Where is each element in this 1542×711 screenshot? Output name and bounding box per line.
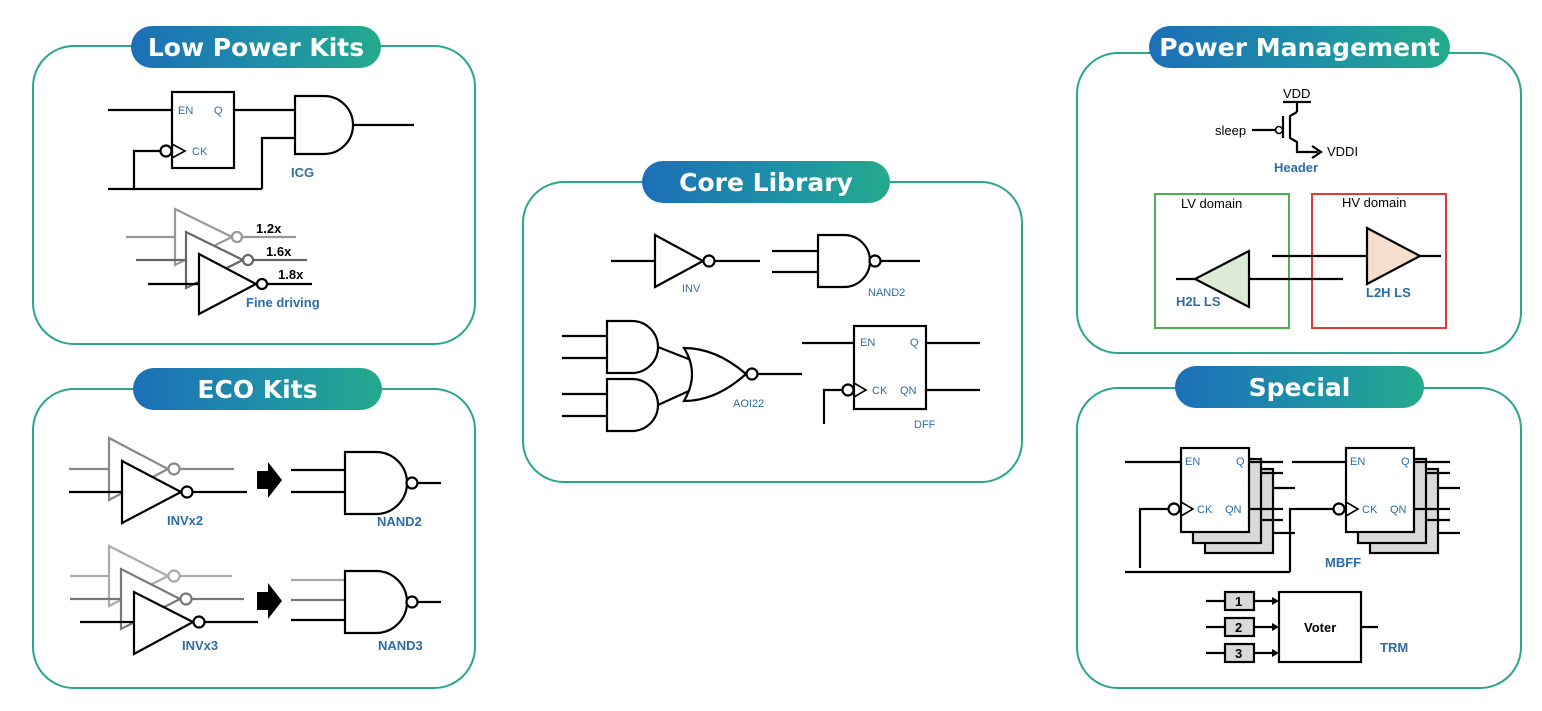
header-label: Header	[1274, 160, 1318, 175]
trm-voter-diagram	[1206, 590, 1378, 664]
core-library-title: Core Library	[642, 161, 890, 203]
icg-diagram	[108, 90, 414, 191]
lv-domain-box	[1154, 193, 1290, 329]
eco-kits-title: ECO Kits	[133, 368, 382, 410]
sleep-label: sleep	[1215, 123, 1246, 138]
eco-arrow-2	[257, 583, 282, 619]
voter-input-2: 2	[1235, 620, 1242, 635]
eco-kits-panel	[32, 388, 476, 689]
ratio-1-6x: 1.6x	[266, 244, 292, 259]
dff-pin-qn: QN	[900, 385, 917, 397]
h2l-ls-label: H2L LS	[1176, 294, 1221, 309]
aoi22-diagram	[562, 319, 802, 433]
aoi22-label: AOI22	[733, 398, 764, 410]
level-shifters-diagram	[1176, 226, 1441, 309]
ratio-1-2x: 1.2x	[256, 221, 282, 236]
voter-label: Voter	[1304, 620, 1336, 635]
core-nand2-label: NAND2	[868, 287, 905, 299]
invx3-label: INVx3	[182, 638, 218, 653]
low-power-kits-panel	[32, 45, 476, 345]
mbff-label: MBFF	[1325, 555, 1361, 570]
dff-diagram	[802, 324, 980, 424]
trm-label: TRM	[1380, 640, 1408, 655]
eco-nand2-label: NAND2	[377, 514, 422, 529]
dff-pin-q: Q	[910, 337, 919, 349]
mbff1-pin-qn: QN	[1225, 504, 1242, 516]
dff-pin-en: EN	[860, 337, 875, 349]
icg-pin-q: Q	[214, 105, 223, 117]
mbff-group-2	[1292, 446, 1460, 555]
icg-pin-en: EN	[178, 105, 193, 117]
mbff2-pin-qn: QN	[1390, 504, 1407, 516]
core-nand2-diagram	[772, 233, 920, 289]
power-management-title: Power Management	[1149, 26, 1450, 68]
voter-input-3: 3	[1235, 646, 1242, 661]
special-title: Special	[1175, 366, 1424, 408]
eco-arrow-1	[257, 462, 282, 498]
icg-pin-ck: CK	[192, 146, 208, 158]
l2h-ls-label: L2H LS	[1366, 285, 1411, 300]
mbff2-pin-en: EN	[1350, 456, 1365, 468]
icg-label: ICG	[291, 165, 314, 180]
invx3-diagram	[70, 544, 258, 656]
core-library-panel	[522, 181, 1023, 483]
mbff1-pin-ck: CK	[1197, 504, 1213, 516]
header-switch-diagram	[1252, 100, 1323, 159]
fine-driving-label: Fine driving	[246, 295, 320, 310]
mbff-group-1	[1125, 446, 1334, 574]
eco-nand3-diagram	[291, 569, 441, 635]
low-power-kits-title: Low Power Kits	[131, 26, 381, 68]
lv-domain-label: LV domain	[1181, 196, 1242, 211]
eco-nand2-diagram	[291, 450, 441, 516]
hv-domain-label: HV domain	[1342, 195, 1406, 210]
hv-domain-box	[1311, 193, 1447, 329]
vddi-label: VDDI	[1327, 144, 1358, 159]
vdd-label: VDD	[1283, 86, 1310, 101]
invx2-diagram	[69, 436, 247, 525]
mbff1-pin-q: Q	[1236, 456, 1245, 468]
voter-input-1: 1	[1235, 594, 1242, 609]
dff-label: DFF	[914, 419, 936, 431]
mbff2-pin-ck: CK	[1362, 504, 1378, 516]
ratio-1-8x: 1.8x	[278, 267, 304, 282]
eco-nand3-label: NAND3	[378, 638, 423, 653]
mbff1-pin-en: EN	[1185, 456, 1200, 468]
fine-driving-diagram	[126, 207, 312, 316]
invx2-label: INVx2	[167, 513, 203, 528]
inv-diagram	[611, 233, 760, 289]
inv-label: INV	[682, 283, 701, 295]
mbff2-pin-q: Q	[1401, 456, 1410, 468]
dff-pin-ck: CK	[872, 385, 888, 397]
